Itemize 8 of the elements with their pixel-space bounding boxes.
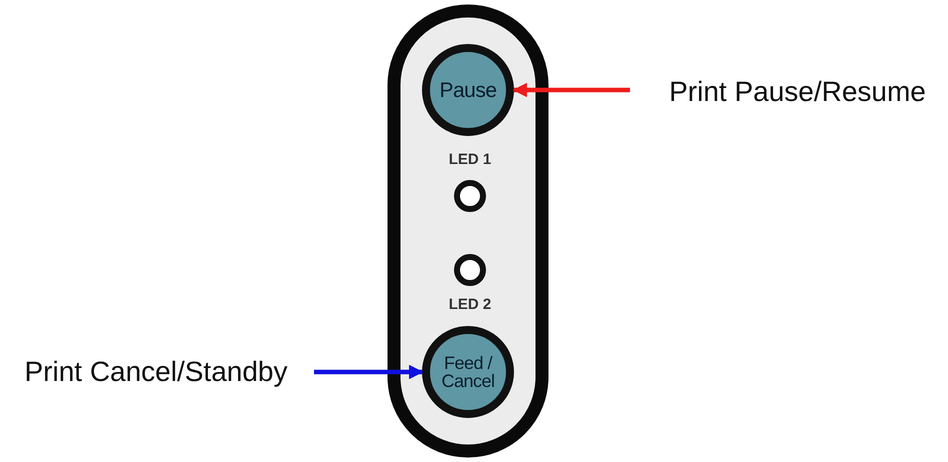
callout-text: Print Cancel/Standby: [8, 354, 304, 390]
led-label: LED 2: [448, 296, 492, 313]
arrow: [314, 364, 424, 380]
led-label: LED 1: [448, 151, 492, 168]
button-label: Pause: [438, 80, 498, 100]
button-label: Feed / Cancel: [440, 354, 496, 390]
arrow: [512, 82, 630, 98]
callout-text: Print Pause/Resume: [655, 74, 940, 110]
